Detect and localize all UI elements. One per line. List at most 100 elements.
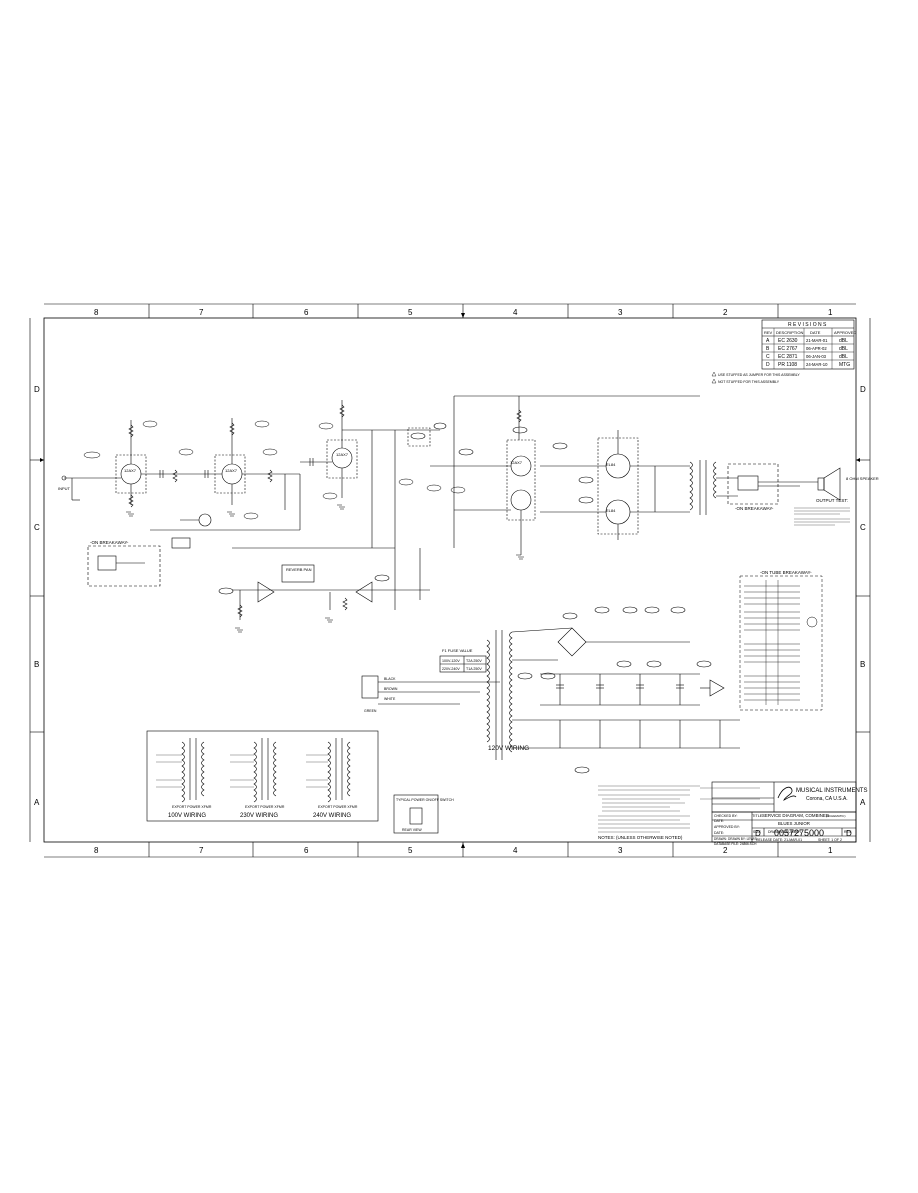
rev-row-d-date: 24-MAR-10 [806, 362, 828, 367]
approved-by: APPROVED BY: [714, 825, 740, 829]
preamp-circuit [61, 400, 440, 587]
size-value: D [755, 829, 761, 838]
tube-breakaway-label: -ON TUBE BREAKAWAY- [760, 570, 812, 575]
rear-view-label: REAR VIEW [402, 828, 422, 832]
title-label: TITLE: [752, 814, 763, 818]
border-frame [43, 317, 857, 843]
power-supply-circuit [361, 606, 740, 834]
center-arrow-left [40, 458, 44, 462]
rev-row-b-desc: EC 2767 [778, 346, 798, 352]
export-xfmr-240: EXPORT POWER XFMR [318, 805, 358, 809]
release-date: RELEASE DATE: 21-MAR-01 [756, 838, 802, 842]
grid-col-1-bottom: 1 [828, 846, 833, 855]
wiring-100-label: 100V WIRING [168, 813, 206, 819]
wiring-120-label: 120V WIRING [488, 745, 529, 752]
voltage-callouts [83, 420, 466, 520]
tube-label-v2b: 12AX7 [510, 460, 523, 465]
center-arrow-bottom [461, 843, 465, 848]
grid-row-c: C [34, 523, 40, 532]
revisions-heading: R E V I S I O N S [788, 322, 827, 328]
grid-col-4-bottom: 4 [513, 846, 518, 855]
power-amp-circuit [407, 395, 841, 560]
grid-col-2-bottom: 2 [723, 846, 728, 855]
wiring-240-label: 240V WIRING [313, 813, 351, 819]
grid-col-7: 7 [199, 308, 204, 317]
grid-row-b: B [34, 660, 39, 669]
rev-row-d-approved: MTG [839, 362, 850, 368]
grid-col-3-bottom: 3 [618, 846, 623, 855]
grid-row-d: D [34, 385, 40, 394]
revisions-table: R E V I S I O N S REV DESCRIPTION DATE A… [761, 319, 856, 370]
drawn-label: DRAWN: [714, 837, 727, 841]
rev-label: REV [844, 830, 852, 834]
grid-row-a: A [34, 798, 40, 807]
reverb-pan-label: REVERB PAN [286, 567, 312, 572]
rev-row-c-desc: EC 2871 [778, 354, 798, 360]
rev-row-b-rev: B [766, 346, 770, 352]
wire-brown: BROWN [384, 687, 398, 691]
grid-col-7-bottom: 7 [199, 846, 204, 855]
reverb-circuit [218, 548, 430, 633]
grid-col-5-bottom: 5 [408, 846, 413, 855]
wire-white: WHITE [384, 697, 396, 701]
title-line1: SERVICE DIAGRAM, COMBINED [762, 813, 829, 818]
fender-logo [777, 786, 797, 801]
drawn-by: DRAWN BY: LEWIS [728, 837, 757, 841]
rev-col-approved: APPROVED [834, 330, 856, 335]
grid-col-8-bottom: 8 [94, 846, 99, 855]
wire-black: BLACK [384, 677, 396, 681]
rev-row-a-approved: dBL [839, 338, 848, 344]
center-arrow-right [856, 458, 860, 462]
fuse-row1-voltage: 100V-120V [442, 659, 460, 663]
center-arrow-top [461, 313, 465, 318]
tube-label-v3: EL84 [606, 462, 616, 467]
rev-row-c-approved: dBL [839, 354, 848, 360]
grid-col-6: 6 [304, 308, 309, 317]
tube-label-v2a: 12AX7 [336, 452, 349, 457]
rev-col-desc: DESCRIPTION [776, 330, 803, 335]
rev-col-rev: REV [764, 330, 773, 335]
note-stuffed: USE STUFFED AS JUMPER FOR THIS ASSEMBLY [718, 373, 800, 377]
rev-row-b-approved: dBL [839, 346, 848, 352]
grid-col-6-bottom: 6 [304, 846, 309, 855]
rev-row-c-date: 06-JAN-03 [806, 354, 827, 359]
fuse-row2-voltage: 220V-240V [442, 667, 460, 671]
tube-breakaway [739, 575, 823, 711]
database-file: DATABASE FILE: 24866.SCH [714, 842, 757, 846]
grid-col-3: 3 [618, 308, 623, 317]
drawing-number-label: DRAWING NUMBER [768, 830, 801, 834]
rev-row-c-rev: C [766, 354, 770, 360]
grid-col-8: 8 [94, 308, 99, 317]
speaker-label: 8 OHM SPEAKER [846, 476, 879, 481]
grid-row-d-right: D [860, 385, 866, 394]
fuse-value-label: F1 FUSE VALUE [442, 648, 473, 653]
general-notes-lines [598, 785, 760, 833]
stuffing-notes: USE STUFFED AS JUMPER FOR THIS ASSEMBLY … [711, 371, 800, 384]
export-xfmr-100: EXPORT POWER XFMR [172, 805, 212, 809]
grid-row-c-right: C [860, 523, 866, 532]
drawing-number: 0057275000 [774, 828, 824, 838]
grid-row-b-right: B [860, 660, 865, 669]
typical-switch-label: TYPICAL POWER ON/OFF SWITCH [396, 798, 454, 802]
note-not-stuffed: NOT STUFFED FOR THIS ASSEMBLY [718, 380, 780, 384]
export-xfmr-230: EXPORT POWER XFMR [245, 805, 285, 809]
checked-by: CHECKED BY: [714, 814, 738, 818]
fuse-row2-fuse: T1A 250V [466, 667, 482, 671]
title-line2: BLUES JUNIOR [778, 821, 810, 826]
rev-row-a-date: 21-MAR-01 [806, 338, 828, 343]
notes-footer: NOTES: (UNLESS OTHERWISE NOTED) [598, 835, 683, 840]
company-location: Corona, CA U.S.A. [806, 796, 848, 802]
grid-ticks [29, 303, 871, 858]
title-sub: (SCHEMATIC) [826, 814, 845, 818]
rev-row-b-date: 06-APR-02 [806, 346, 827, 351]
output-test-label: OUTPUT TEST: [816, 498, 848, 503]
rev-row-d-rev: D [766, 362, 770, 368]
export-wiring-box [146, 730, 379, 822]
tube-label-v1b: 12AX7 [225, 468, 238, 473]
tube-label-v1a: 12AX7 [124, 468, 137, 473]
sheet-number: SHEET: 1 OF 2 [818, 838, 842, 842]
fuse-row1-fuse: T2A 250V [466, 659, 482, 663]
wiring-230-label: 230V WIRING [240, 813, 278, 819]
